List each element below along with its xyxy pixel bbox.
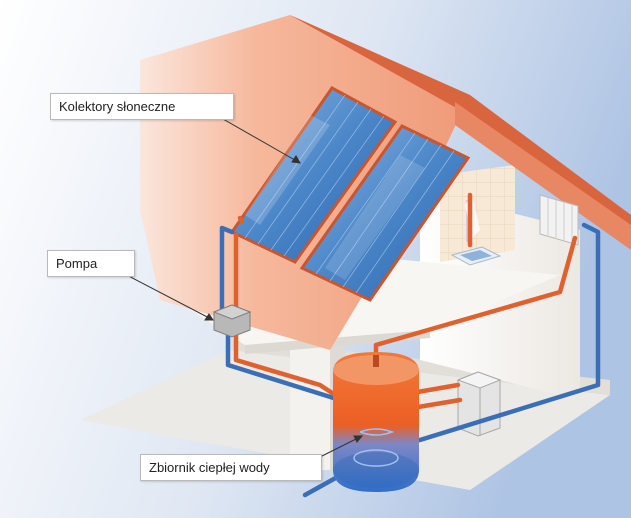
callout-leaders	[116, 114, 364, 466]
tank-label: Zbiornik ciepłej wody	[140, 454, 322, 481]
hot-water-tank-icon	[333, 352, 419, 492]
collectors-label: Kolektory słoneczne	[50, 93, 234, 120]
pump-label: Pompa	[47, 250, 135, 277]
radiator-icon	[539, 194, 579, 246]
bathroom-tiles	[440, 165, 515, 262]
solar-collector-icon	[229, 86, 471, 302]
pump-icon	[212, 304, 252, 338]
